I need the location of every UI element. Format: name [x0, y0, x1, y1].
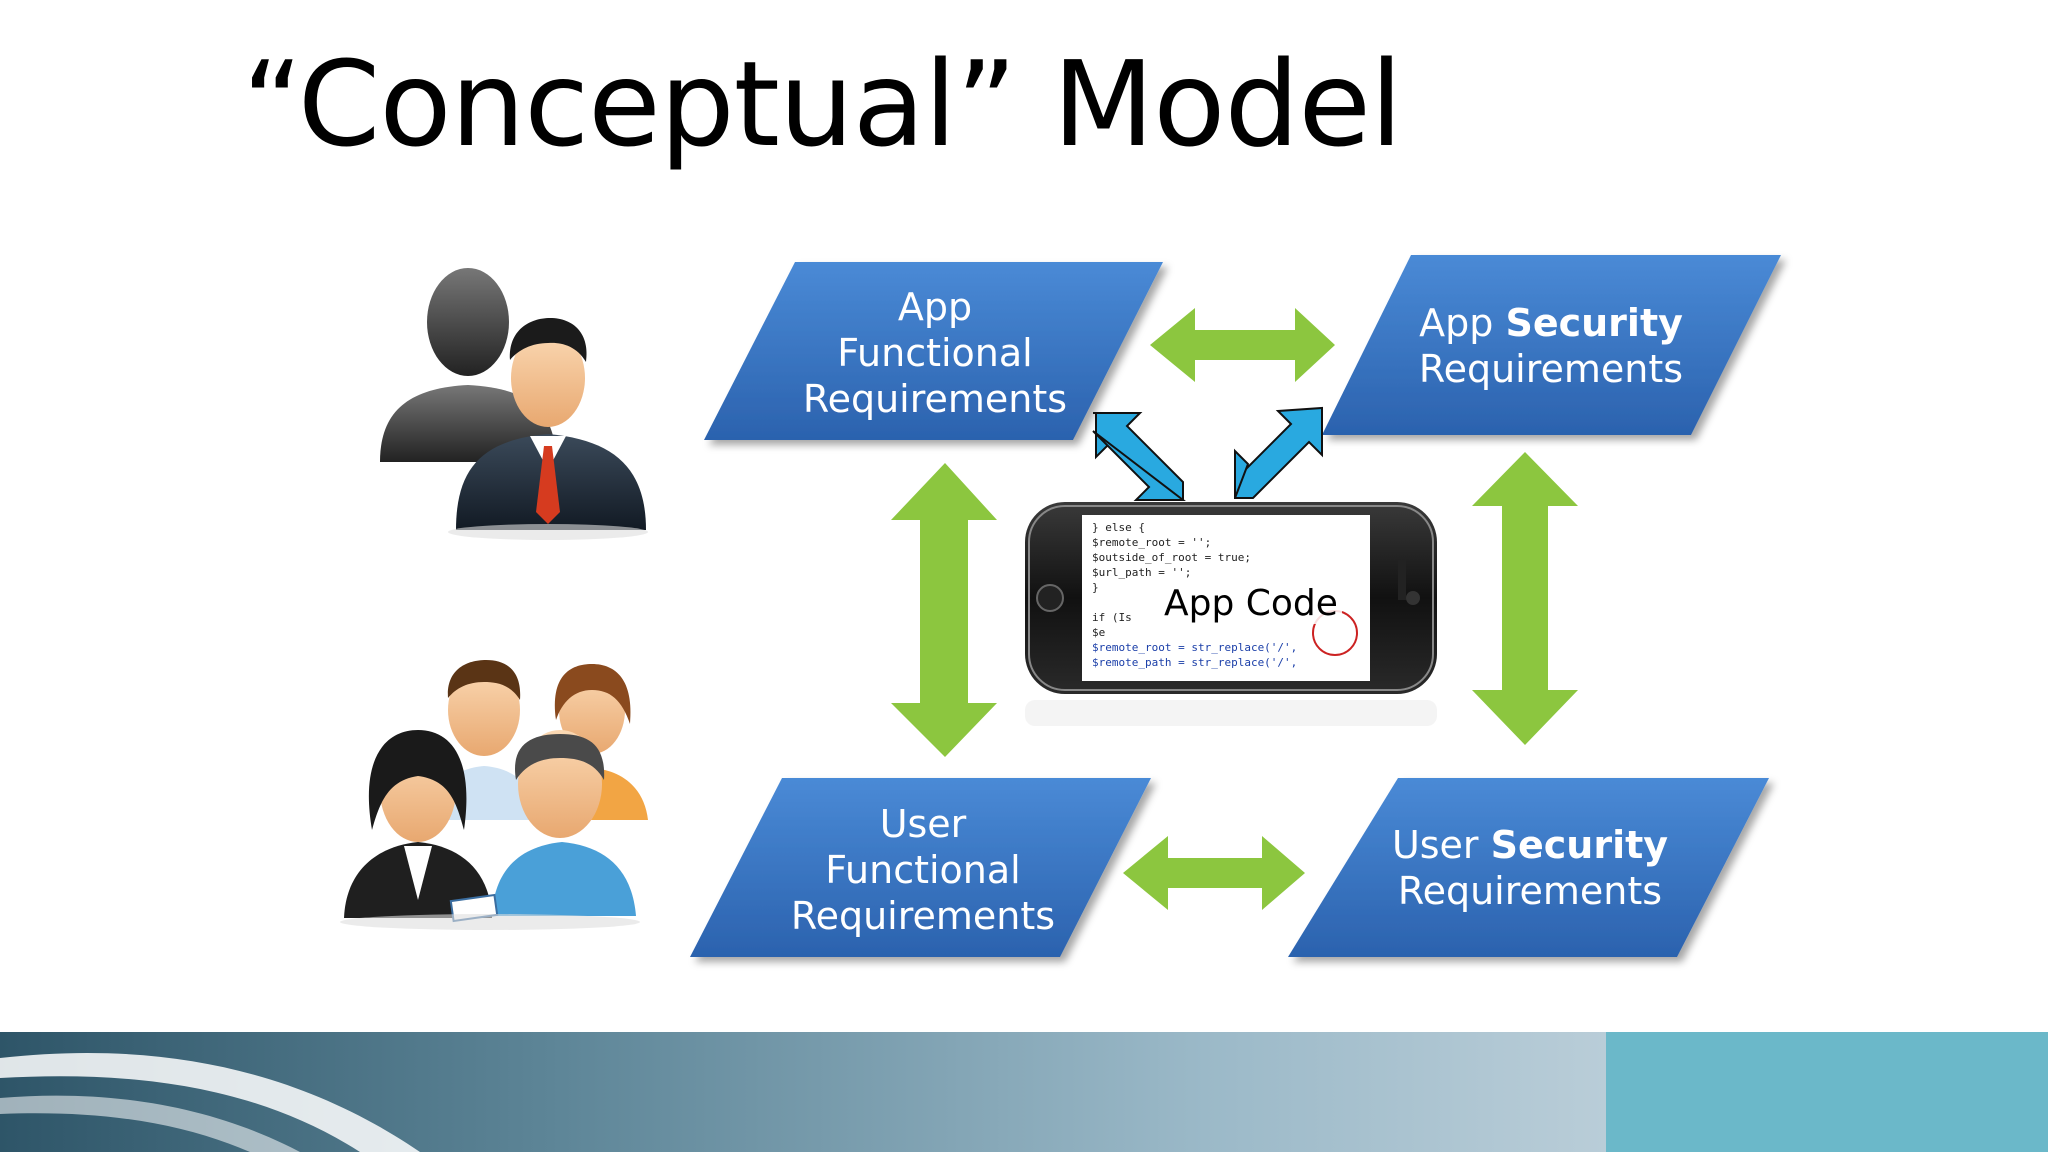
user-functional-label: User Functional Requirements — [790, 802, 1056, 938]
code-line: $outside_of_root = true; — [1092, 551, 1251, 564]
code-line: } — [1092, 581, 1099, 594]
code-line: $remote_path = str_replace('/', — [1092, 656, 1297, 669]
code-line: } else { — [1092, 521, 1145, 534]
app-code-label: App Code — [1160, 583, 1342, 624]
code-line: $e — [1092, 626, 1105, 639]
blue-arrow-right — [1234, 406, 1323, 499]
slide-title: “Conceptual” Model — [242, 35, 1403, 173]
arrow-user-functional-security — [1123, 836, 1305, 910]
footer-band — [0, 1032, 2048, 1152]
code-line: $url_path = ''; — [1092, 566, 1191, 579]
arrow-app-functional-security — [1150, 308, 1335, 382]
code-snippet: } else { $remote_root = ''; $outside_of_… — [1092, 521, 1297, 669]
arrow-app-user-security — [1472, 452, 1578, 745]
code-line: $remote_root = ''; — [1092, 536, 1211, 549]
blue-arrow-left — [1092, 412, 1186, 501]
arrow-app-user-functional — [891, 463, 997, 757]
app-security-label: App Security Requirements — [1418, 301, 1684, 391]
user-functional-box — [690, 778, 1151, 957]
user-security-label: User Security Requirements — [1391, 823, 1669, 913]
code-line: if (Is — [1092, 611, 1132, 624]
user-group-icon — [340, 660, 648, 930]
business-people-icon — [380, 268, 648, 540]
code-line: $remote_root = str_replace('/', — [1092, 641, 1297, 654]
app-functional-label: App Functional Requirements — [802, 285, 1068, 421]
app-security-box — [1322, 255, 1781, 435]
app-functional-box — [704, 262, 1163, 440]
user-security-box — [1288, 778, 1769, 957]
